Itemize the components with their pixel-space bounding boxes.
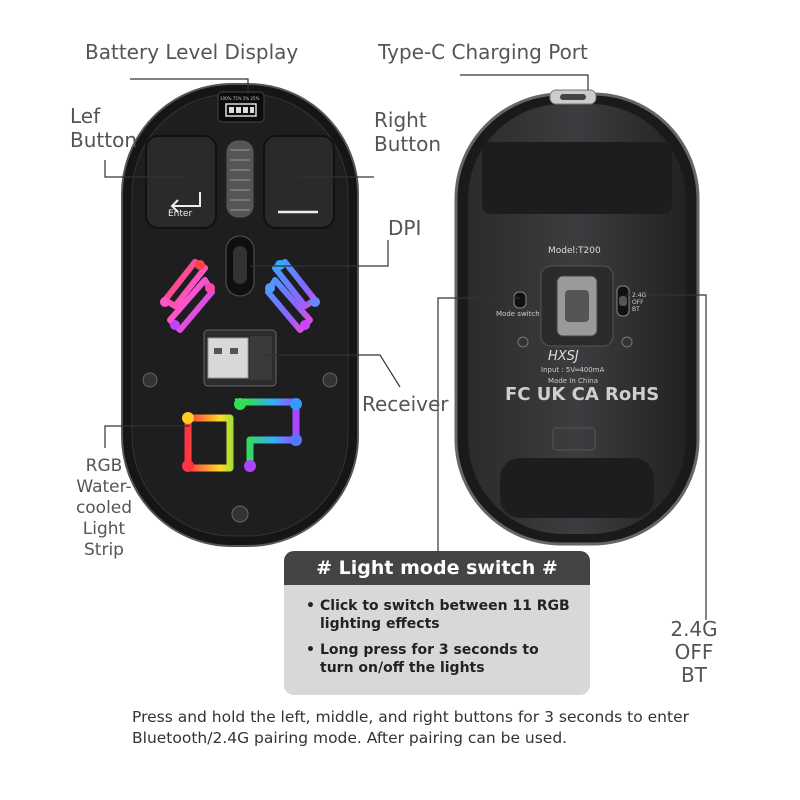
switch-print-bt: BT	[632, 306, 640, 313]
switch-print: 2.4G OFF BT	[632, 292, 646, 313]
switch-pos-24g: 2.4G	[670, 617, 718, 641]
battery-callout-line	[130, 78, 249, 94]
left-button-label-line2: Button	[70, 128, 137, 152]
rgb-label-line2: Water-	[76, 477, 132, 497]
switch-print-24g: 2.4G	[632, 292, 647, 299]
rgb-label-line3: cooled	[75, 498, 133, 518]
switch-position-label: 2.4G OFF BT	[664, 618, 724, 687]
enter-key-text: Enter	[168, 209, 193, 219]
pairing-instructions: Press and hold the left, middle, and rig…	[132, 708, 689, 747]
rgb-label-line1: RGB	[85, 456, 123, 476]
input-rating-text: Input : 5V═400mA	[541, 366, 605, 374]
list-item: • Long press for 3 seconds to turn on/of…	[306, 641, 576, 677]
typec-callout-line	[460, 74, 589, 90]
rgb-strip-label: RGB Water- cooled Light Strip	[64, 456, 144, 561]
light-mode-card: # Light mode switch # • Click to switch …	[284, 551, 590, 695]
rgb-label-line4: Light	[82, 519, 126, 539]
rgb-label-line5: Strip	[84, 540, 124, 560]
mouse-bottom-view	[454, 89, 700, 546]
mode-switch-text: Mode switch	[496, 310, 540, 318]
switch-pos-off: OFF	[674, 640, 714, 664]
left-button-label-line1: Lef	[70, 104, 101, 128]
brand-logo: HXSJ	[548, 349, 579, 364]
model-text: Model:T200	[548, 246, 601, 256]
light-mode-switch	[513, 291, 527, 309]
switch-pos-bt: BT	[681, 663, 707, 687]
right-button-key	[263, 135, 335, 229]
battery-level-label: Battery Level Display	[85, 40, 299, 64]
right-button-label-line1: Right	[374, 108, 427, 132]
bullet-text: Click to switch between 11 RGB lighting …	[320, 598, 570, 632]
slide-switch-callout-line	[626, 294, 707, 620]
left-button-callout-line	[104, 160, 185, 178]
type-c-port-label: Type-C Charging Port	[378, 40, 588, 64]
switch-print-off: OFF	[632, 299, 644, 306]
bullet-text: Long press for 3 seconds to turn on/off …	[320, 642, 539, 676]
light-mode-card-title: # Light mode switch #	[284, 551, 590, 585]
bullet-glyph: •	[306, 642, 315, 658]
receiver-label: Receiver	[362, 392, 449, 416]
mode-switch-callout-line	[437, 297, 520, 551]
list-item: • Click to switch between 11 RGB lightin…	[306, 597, 576, 633]
right-button-label: Right Button	[374, 108, 441, 156]
certification-marks: FC UK CA RoHS	[505, 384, 660, 405]
rgb-callout-line	[104, 425, 190, 448]
receiver-callout-line	[265, 354, 401, 388]
right-button-label-line2: Button	[374, 132, 441, 156]
made-in-text: Made In China	[548, 377, 599, 385]
light-mode-bullets: • Click to switch between 11 RGB lightin…	[284, 585, 590, 677]
left-button-label: Lef Button	[70, 104, 137, 152]
bullet-glyph: •	[306, 598, 315, 614]
dpi-callout-line	[250, 240, 389, 267]
dpi-label: DPI	[388, 216, 422, 240]
battery-marks-text: 100% 75% 5% 25%	[220, 96, 260, 101]
